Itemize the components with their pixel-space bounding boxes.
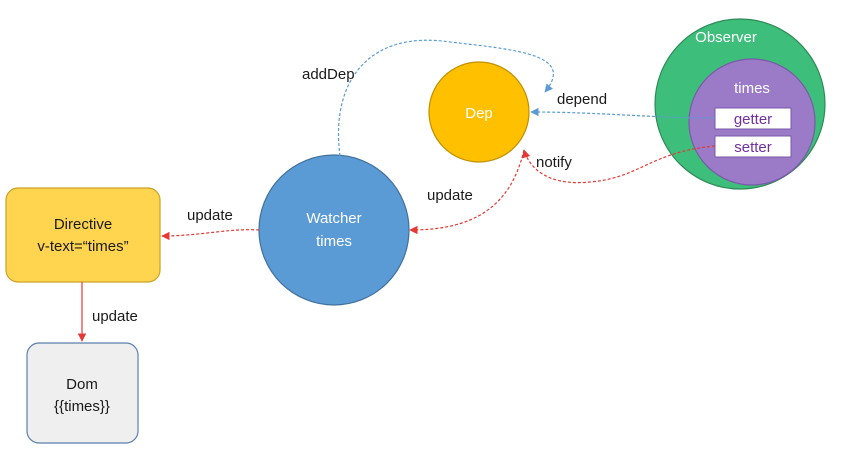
dom-label-line2: {{times}} [54,398,110,415]
edge-adddep-label: addDep [302,66,355,83]
setter-label: setter [734,139,772,156]
dom-node [26,342,139,444]
dep-label: Dep [465,105,493,122]
watcher-label-line2: times [316,233,352,250]
edge-adddep [338,39,554,157]
directive-label-line2: v-text=“times” [37,238,128,255]
directive-node [5,187,161,283]
edge-update-watcher-directive-label: update [187,207,233,224]
observer-label: Observer [695,29,757,46]
edge-notify [522,145,716,184]
getter-box [714,107,792,130]
edge-update-directive-dom-label: update [92,308,138,325]
edge-depend-label: depend [557,91,607,108]
dom-label-line1: Dom [66,376,98,393]
watcher-label-line1: Watcher [306,210,361,227]
getter-label: getter [734,111,772,128]
times-label: times [734,80,770,97]
edge-update-watcher-directive [161,229,260,241]
directive-label-line1: Directive [54,216,112,233]
watcher-node [258,154,410,306]
dep-node [428,61,530,163]
edge-notify-label: notify [536,154,572,171]
edge-depend [530,107,716,119]
edge-update-dep-watcher-label: update [427,187,473,204]
edge-update-dep-watcher [409,149,525,235]
